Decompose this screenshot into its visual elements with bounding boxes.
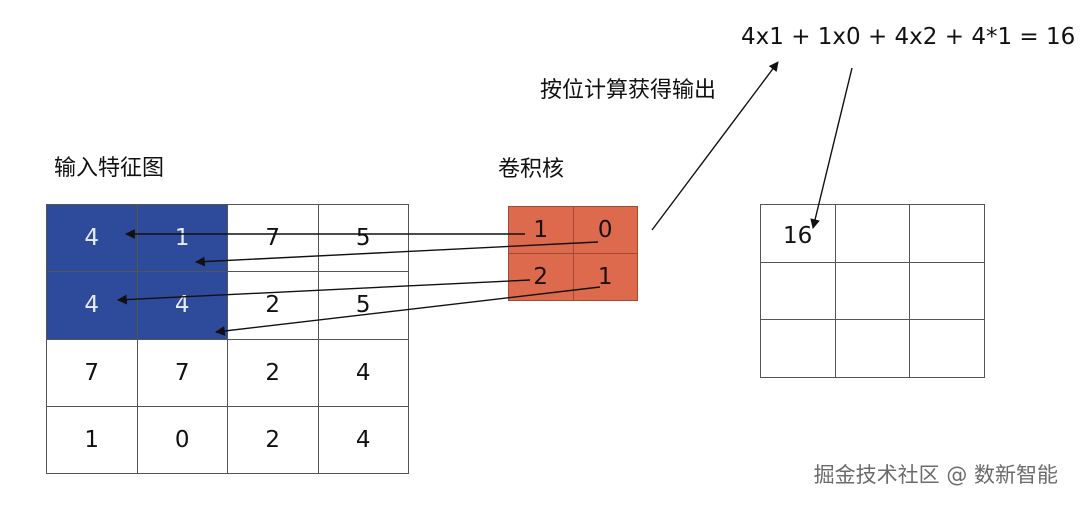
output-cell bbox=[835, 262, 911, 321]
output-cell bbox=[761, 262, 836, 321]
output-cell bbox=[910, 205, 985, 263]
input-cell: 4 bbox=[137, 272, 228, 340]
kernel-cell: 1 bbox=[509, 207, 574, 254]
kernel-cell: 0 bbox=[573, 207, 638, 254]
input-cell: 2 bbox=[228, 406, 319, 474]
kernel-grid: 1 0 2 1 bbox=[508, 206, 638, 301]
input-cell: 7 bbox=[228, 205, 319, 273]
input-cell: 4 bbox=[47, 272, 138, 340]
output-cell bbox=[835, 320, 911, 378]
output-cell bbox=[761, 320, 836, 378]
input-cell: 5 bbox=[318, 205, 409, 273]
kernel-cell: 2 bbox=[509, 254, 574, 301]
input-cell: 4 bbox=[47, 205, 138, 273]
output-cell: 16 bbox=[761, 205, 836, 263]
compute-label: 按位计算获得输出 bbox=[540, 78, 717, 103]
input-cell: 1 bbox=[47, 406, 138, 474]
output-cell bbox=[910, 262, 985, 321]
input-feature-map: 4 1 7 5 4 4 2 5 7 7 2 4 1 0 2 4 bbox=[46, 204, 409, 474]
formula: 4x1 + 1x0 + 4x2 + 4*1 = 16 bbox=[741, 24, 1076, 50]
input-cell: 1 bbox=[137, 205, 228, 273]
output-cell bbox=[910, 320, 985, 378]
input-cell: 2 bbox=[228, 339, 319, 407]
watermark: 掘金技术社区 @ 数新智能 bbox=[813, 463, 1058, 487]
input-cell: 4 bbox=[318, 339, 409, 407]
input-cell: 7 bbox=[47, 339, 138, 407]
input-cell: 4 bbox=[318, 406, 409, 474]
kernel-cell: 1 bbox=[573, 254, 638, 301]
input-cell: 2 bbox=[228, 272, 319, 340]
input-cell: 0 bbox=[137, 406, 228, 474]
output-cell bbox=[835, 205, 911, 263]
input-cell: 7 bbox=[137, 339, 228, 407]
output-feature-map: 16 bbox=[760, 204, 985, 378]
input-cell: 5 bbox=[318, 272, 409, 340]
input-feature-map-title: 输入特征图 bbox=[54, 156, 165, 181]
kernel-title: 卷积核 bbox=[498, 157, 565, 182]
